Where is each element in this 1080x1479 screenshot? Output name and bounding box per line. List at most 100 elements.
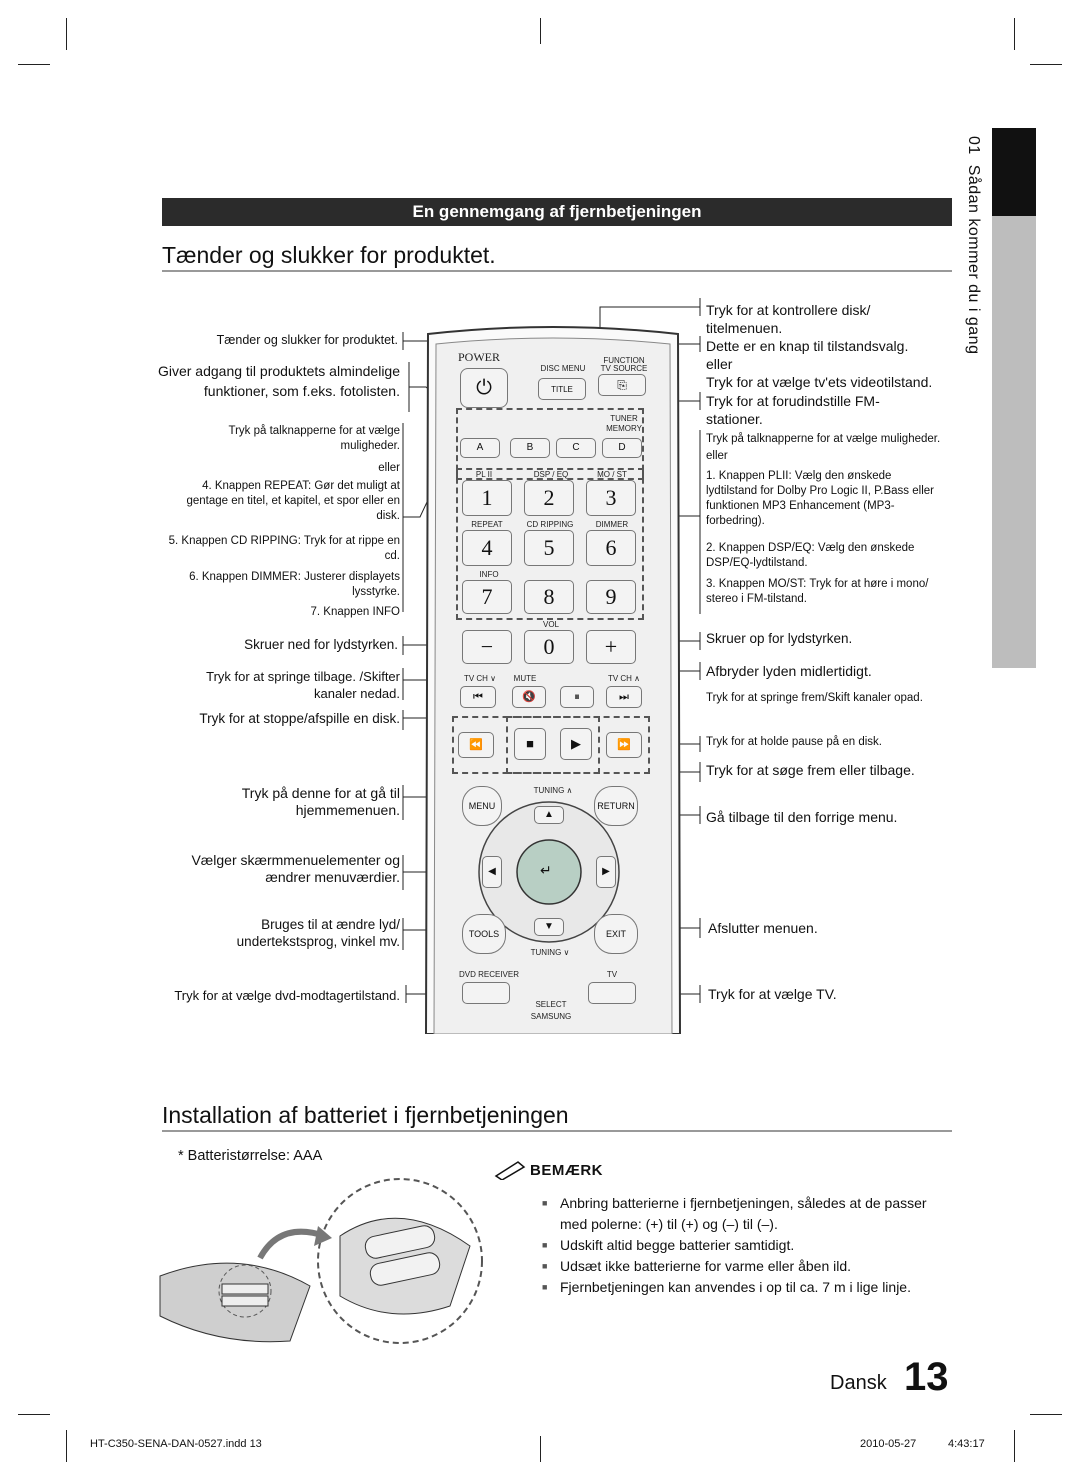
tools-button[interactable]: TOOLS xyxy=(462,914,506,954)
number-3-button[interactable]: 3 xyxy=(586,480,636,516)
heading-battery: Installation af batteriet i fjernbetjeni… xyxy=(162,1102,569,1128)
note-heading: BEMÆRK xyxy=(530,1162,603,1179)
tv-button[interactable] xyxy=(588,982,636,1004)
label-select: Vælger skærmmenuelementer og ændrer menu… xyxy=(191,852,400,885)
dvd-receiver-button[interactable] xyxy=(462,982,510,1004)
chapter-tab-label: 01 Sådan kommer du i gang xyxy=(964,136,982,354)
right-button[interactable]: ▶ xyxy=(596,856,616,888)
label-vol-down: Skruer ned for lydstyrken. xyxy=(244,637,398,652)
label-tv: Tryk for at vælge TV. xyxy=(708,986,837,1002)
rewind-button[interactable]: ⏪ xyxy=(458,732,494,758)
label-dvd: Tryk for at vælge dvd-modtagertilstand. xyxy=(174,988,400,1003)
number-8-button[interactable]: 8 xyxy=(524,580,574,614)
tuning-up-label: TUNING ∧ xyxy=(533,786,573,795)
heading-power: Tænder og slukker for produktet. xyxy=(162,242,496,268)
skip-back-button[interactable]: ⏮ xyxy=(460,686,496,708)
mute-label: MUTE xyxy=(513,674,537,683)
label-eller-left: eller xyxy=(378,462,400,474)
dashed-stop-play-group xyxy=(506,716,600,774)
c-button[interactable]: C xyxy=(556,438,596,458)
tvch-up-label: TV CH ∧ xyxy=(607,674,641,683)
down-button[interactable]: ▼ xyxy=(534,918,564,936)
enter-icon: ↵ xyxy=(540,862,552,878)
skip-forward-button[interactable]: ⏭ xyxy=(606,686,642,708)
note-item: Fjernbetjeningen kan anvendes i op til c… xyxy=(540,1277,940,1298)
label-tv-source: Dette er en knap til tilstandsvalg. xyxy=(706,338,909,354)
play-button[interactable]: ▶ xyxy=(560,728,592,760)
number-7-button[interactable]: 7 xyxy=(462,580,512,614)
tuner-memory-label: TUNER MEMORY xyxy=(606,414,642,433)
select-label: SELECT xyxy=(535,1000,567,1009)
fast-forward-button[interactable]: ⏩ xyxy=(606,732,642,758)
volume-up-button[interactable]: + xyxy=(586,630,636,664)
power-button[interactable]: ⏻ xyxy=(460,368,508,408)
label-tv-video: Tryk for at vælge tv'ets videotilstand. xyxy=(706,374,933,390)
stop-button[interactable]: ■ xyxy=(514,728,546,760)
label-function: Giver adgang til produktets almindelige … xyxy=(157,363,400,399)
exit-button[interactable]: EXIT xyxy=(594,914,638,954)
number-0-button[interactable]: 0 xyxy=(524,630,574,664)
skip-forward-icon: ⏭ xyxy=(619,691,629,703)
dashed-number-group xyxy=(456,468,644,620)
skip-back-icon: ⏮ xyxy=(473,691,483,703)
rewind-icon: ⏪ xyxy=(469,739,483,751)
info-label: INFO xyxy=(479,570,499,579)
label-vol-up: Skruer op for lydstyrken. xyxy=(706,631,853,646)
section-title-bar: En gennemgang af fjernbetjeningen xyxy=(162,198,952,226)
menu-button[interactable]: MENU xyxy=(462,786,502,826)
chapter-tab-grey xyxy=(992,216,1036,668)
number-1-button[interactable]: 1 xyxy=(462,480,512,516)
dsp-label: DSP / EQ xyxy=(533,470,569,479)
battery-illustration xyxy=(159,1178,483,1344)
input-icon: ⎘ xyxy=(617,378,627,392)
crop-mark xyxy=(18,64,50,65)
number-2-button[interactable]: 2 xyxy=(524,480,574,516)
chapter-tab-background xyxy=(962,128,992,668)
crop-mark xyxy=(540,18,541,44)
footer-time: 4:43:17 xyxy=(948,1438,985,1450)
label-most: 3. Knappen MO/ST: Tryk for at høre i mon… xyxy=(706,578,929,605)
tv-source-button[interactable]: ⎘ xyxy=(598,374,646,396)
label-mute: Afbryder lyden midlertidigt. xyxy=(706,663,872,679)
b-button[interactable]: B xyxy=(510,438,550,458)
page-language: Dansk xyxy=(830,1372,887,1394)
label-dsp: 2. Knappen DSP/EQ: Vælg den ønskede DSP/… xyxy=(706,542,915,569)
return-button[interactable]: RETURN xyxy=(594,786,638,826)
title-button[interactable]: TITLE xyxy=(538,378,586,400)
dvd-receiver-label: DVD RECEIVER xyxy=(458,970,519,979)
footer-date: 2010-05-27 xyxy=(860,1438,917,1450)
crop-mark xyxy=(1014,1430,1015,1462)
crop-mark xyxy=(66,1430,67,1462)
left-button[interactable]: ◀ xyxy=(482,856,502,888)
chapter-tab-dark xyxy=(992,128,1036,216)
note-item: Udskift altid begge batterier samtidigt. xyxy=(540,1235,940,1256)
volume-down-button[interactable]: − xyxy=(462,630,512,664)
heading-rule xyxy=(162,270,952,272)
tvch-down-label: TV CH ∨ xyxy=(463,674,497,683)
number-9-button[interactable]: 9 xyxy=(586,580,636,614)
tuning-down-label: TUNING ∨ xyxy=(530,948,570,957)
up-button[interactable]: ▲ xyxy=(534,806,564,824)
function-label: FUNCTION xyxy=(603,356,645,365)
number-6-button[interactable]: 6 xyxy=(586,530,636,566)
stop-icon: ■ xyxy=(526,736,534,751)
label-pause: Tryk for at holde pause på en disk. xyxy=(706,736,883,748)
label-eller-2: eller xyxy=(706,450,728,462)
d-button[interactable]: D xyxy=(602,438,642,458)
vol-label: VOL xyxy=(542,620,559,629)
arrow-left-icon: ◀ xyxy=(488,866,496,877)
label-disc-menu: Tryk for at kontrollere disk/ titelmenue… xyxy=(706,302,871,336)
number-4-button[interactable]: 4 xyxy=(462,530,512,566)
a-button[interactable]: A xyxy=(460,438,500,458)
crop-mark xyxy=(1030,64,1062,65)
samsung-label: SAMSUNG xyxy=(530,1012,572,1021)
disc-menu-label: DISC MENU xyxy=(540,364,586,373)
label-stop: Tryk for at stoppe/afspille en disk. xyxy=(199,711,400,726)
mute-button[interactable]: 🔇 xyxy=(512,686,546,708)
number-5-button[interactable]: 5 xyxy=(524,530,574,566)
arrow-up-icon: ▲ xyxy=(544,809,554,820)
pause-button[interactable]: ⏸ xyxy=(560,686,594,708)
label-plii: 1. Knappen PLII: Vælg den ønskede lydtil… xyxy=(706,470,934,527)
arrow-down-icon: ▼ xyxy=(544,921,554,932)
note-item: Anbring batterierne i fjernbetjeningen, … xyxy=(540,1193,940,1235)
